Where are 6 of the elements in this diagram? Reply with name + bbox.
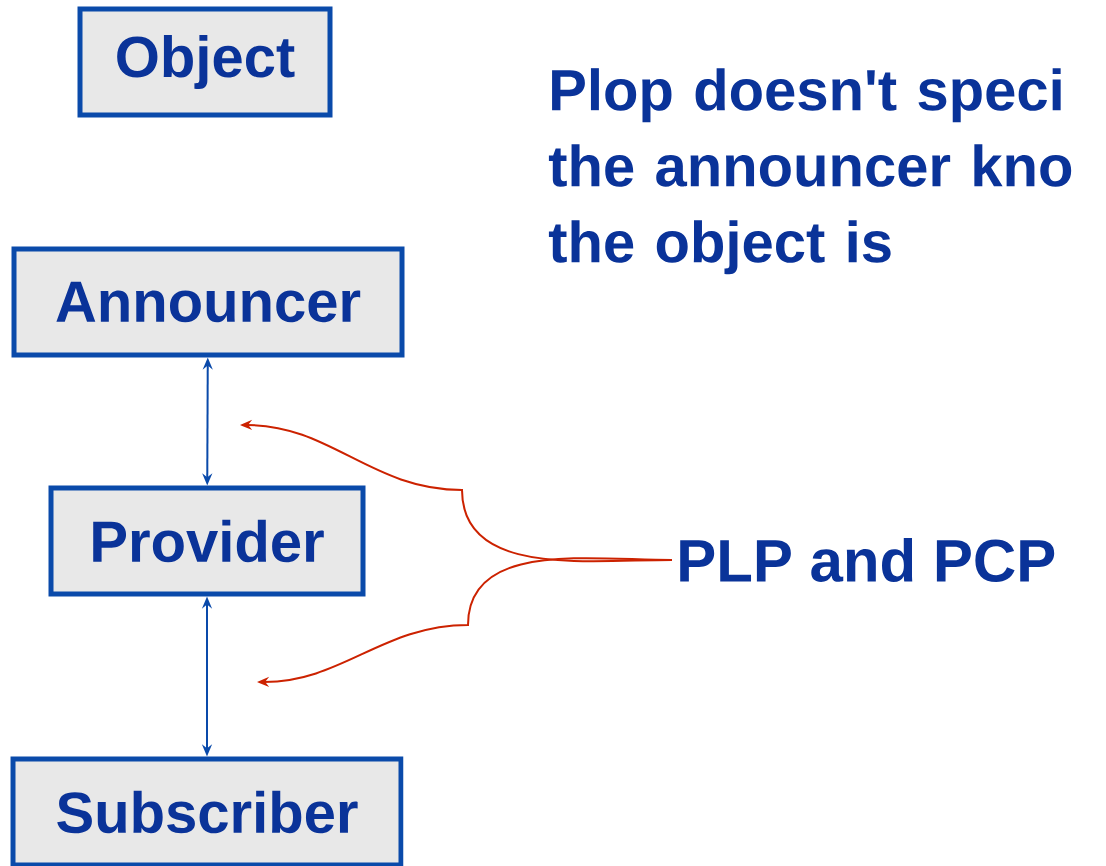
process-box: Provider — [48, 485, 366, 597]
callout-text: PLP and PCP — [680, 537, 1055, 582]
note-text: Plop doesn't speci the announcer kno the object is — [548, 68, 1072, 275]
process-box: Subscriber — [10, 756, 404, 866]
process-box: Announcer — [11, 246, 405, 358]
process-box: Object — [77, 6, 333, 118]
